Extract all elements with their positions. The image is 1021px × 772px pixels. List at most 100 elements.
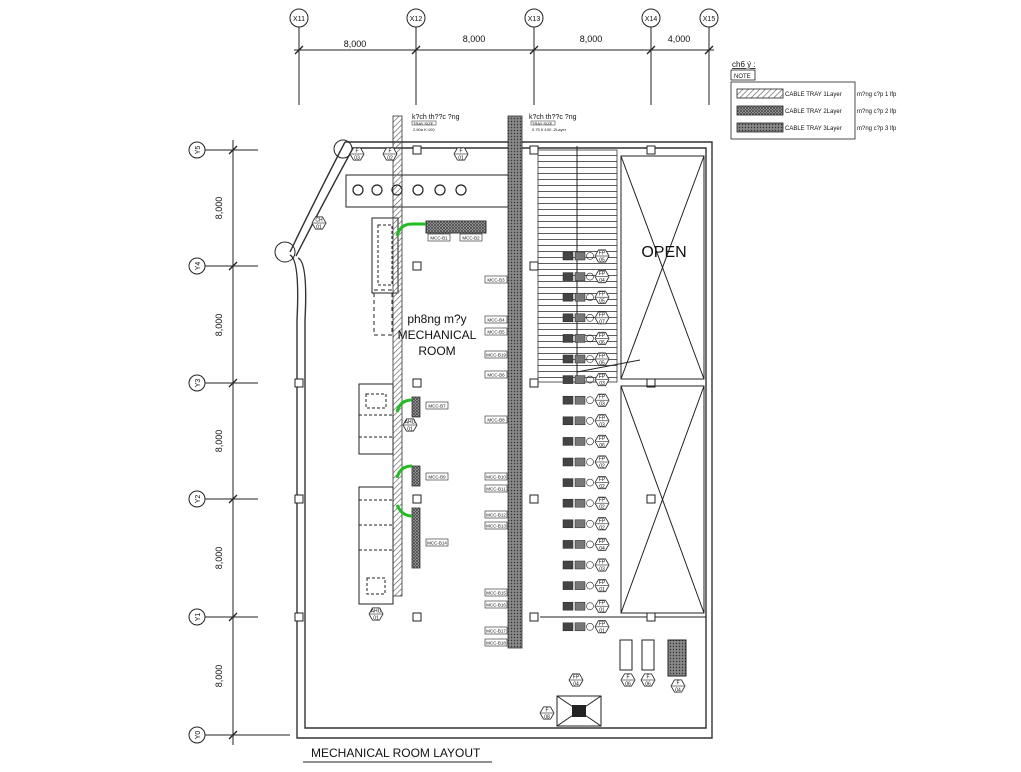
fire-pump-row bbox=[562, 498, 594, 508]
tray-label-sub: TRAY SIZE bbox=[532, 121, 553, 126]
cable-tray-3-layer bbox=[507, 115, 523, 649]
tag-top: FP bbox=[599, 477, 606, 483]
ahu-unit-lower bbox=[358, 486, 394, 605]
dimension-text: 8,000 bbox=[214, 430, 224, 453]
ahu-unit-upper bbox=[358, 383, 394, 455]
tag-top: F bbox=[459, 149, 462, 155]
legend-swatch-2layer bbox=[736, 105, 784, 116]
dimension-text: 8,000 bbox=[214, 665, 224, 688]
fire-pump-row bbox=[562, 540, 594, 549]
tag-top: FP bbox=[599, 333, 606, 339]
tag-bottom: 03 bbox=[599, 381, 605, 387]
fire-pump-row bbox=[562, 622, 594, 632]
bottom-tag: F06 bbox=[620, 673, 636, 688]
legend-row-desc: m?ng c?p 1 lfp bbox=[857, 92, 897, 98]
mcc-tag: MCC-B12 bbox=[484, 510, 508, 519]
tag-bottom: 02 bbox=[599, 464, 605, 470]
drawing-title-text: MECHANICAL ROOM LAYOUT bbox=[311, 746, 481, 760]
fire-pump-row bbox=[562, 560, 594, 570]
tag-bottom: 01 bbox=[458, 156, 464, 162]
legend-note: NOTE bbox=[734, 74, 751, 80]
legend-swatch-3layer bbox=[736, 122, 784, 133]
dimension-text: 8,000 bbox=[344, 39, 367, 49]
tag-top: FP bbox=[599, 271, 606, 277]
drawing-title: MECHANICAL ROOM LAYOUT bbox=[303, 746, 492, 763]
tag-top: FP bbox=[599, 374, 606, 380]
tray-label-sub: TRAY SIZE bbox=[413, 121, 434, 126]
mcc-label: MCC-B14 bbox=[427, 541, 447, 546]
tray-label-title: k?ch th??c ?ng bbox=[412, 114, 460, 121]
tag-bottom: 01 bbox=[599, 587, 605, 593]
tag-bottom: 07 bbox=[599, 319, 605, 325]
open-label: OPEN bbox=[641, 244, 686, 261]
tag-bottom: 03 bbox=[599, 567, 605, 573]
fire-pump-row bbox=[562, 395, 594, 405]
tag-top: FP bbox=[599, 436, 606, 442]
tag-bottom: 06 bbox=[599, 340, 605, 346]
dimension-text: 8,000 bbox=[214, 547, 224, 570]
tag-top: CH bbox=[315, 218, 323, 224]
grid-label: X15 bbox=[703, 16, 716, 23]
grid-label: Y3 bbox=[195, 379, 202, 388]
tag-top: FP bbox=[599, 539, 606, 545]
grid-bubble-y5: Y5 bbox=[188, 141, 258, 159]
grid-label: X13 bbox=[528, 16, 541, 23]
bottom-tag: F08 bbox=[539, 706, 555, 721]
grid-bubble-y1: Y1 bbox=[188, 608, 258, 626]
fire-pump-row bbox=[562, 437, 594, 446]
tag-top: FP bbox=[599, 312, 606, 318]
fire-pump-row bbox=[562, 416, 594, 426]
tag-bottom: 03 bbox=[599, 402, 605, 408]
mcc-tag: MCC-B4 bbox=[484, 315, 508, 324]
grid-label: X14 bbox=[645, 16, 658, 23]
grid-bubble-x15: X15 bbox=[699, 8, 719, 105]
mcc-tag: MCC-B13 bbox=[484, 521, 508, 530]
bottom-tag: F06 bbox=[640, 673, 656, 688]
mcc-label: MCC-B3 bbox=[487, 278, 505, 283]
tag-top: F bbox=[545, 708, 548, 714]
mcc-label: MCC-B10 bbox=[486, 475, 506, 480]
room-label-vn: ph8ng m?y bbox=[407, 312, 466, 326]
fire-pump-row bbox=[562, 313, 594, 323]
mcc-tag: MCC-B2 bbox=[459, 233, 483, 242]
mcc-tag: MCC-B3 bbox=[484, 275, 508, 284]
mcc-label: MCC-B7 bbox=[428, 404, 446, 409]
tag-top: FP bbox=[599, 498, 606, 504]
tag-top: FP bbox=[599, 354, 606, 360]
tag-top: FP bbox=[599, 621, 606, 627]
tag-top: FP bbox=[599, 457, 606, 463]
tag-top: F bbox=[676, 681, 679, 687]
tag-bottom: 05 bbox=[599, 361, 605, 367]
tag-bottom: 05 bbox=[599, 299, 605, 305]
mcc-label: MCC-B12 bbox=[486, 513, 506, 518]
tag-bottom: 05 bbox=[599, 258, 605, 264]
tag-bottom: 04 bbox=[573, 682, 579, 688]
legend-row-label: CABLE TRAY 3Layer bbox=[785, 126, 842, 132]
bottom-equipment bbox=[556, 639, 687, 727]
room-label: ph8ng m?y MECHANICAL ROOM bbox=[398, 312, 477, 358]
grid-bubble-y4: Y4 bbox=[188, 257, 258, 275]
grid-bubble-x13: X13 bbox=[524, 8, 544, 105]
tag-bottom: 01 bbox=[599, 628, 605, 634]
grid-bubble-x14: X14 bbox=[641, 8, 661, 105]
tag-bottom: 01 bbox=[373, 616, 379, 622]
fire-pump-row bbox=[562, 519, 594, 529]
fire-pump-row bbox=[562, 601, 594, 611]
green-cable-route bbox=[395, 222, 426, 518]
fire-pump-row bbox=[562, 334, 594, 343]
fire-pump-row bbox=[562, 457, 594, 467]
pump-row bbox=[352, 184, 467, 196]
tray-size-label-1: k?ch th??c ?ng TRAY SIZE 2.60a K:100 bbox=[411, 114, 460, 132]
mcc-label: MCC-B15 bbox=[486, 591, 506, 596]
mcc-tag: MCC-B7 bbox=[425, 401, 449, 410]
dimension-text: 8,000 bbox=[463, 34, 486, 44]
